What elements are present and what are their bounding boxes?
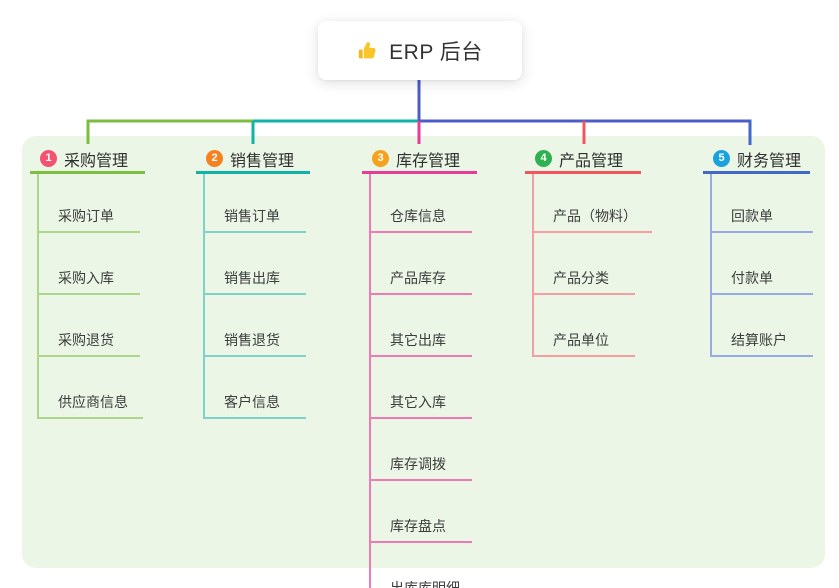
- child-label: 产品分类: [553, 270, 609, 286]
- child-node[interactable]: 库存调拨: [369, 419, 472, 481]
- child-label: 库存盘点: [390, 518, 446, 534]
- child-node[interactable]: 付款单: [710, 233, 813, 295]
- branch-label: 库存管理: [396, 152, 461, 170]
- branch-label: 产品管理: [559, 152, 624, 170]
- priority-badge: 4: [535, 150, 552, 167]
- child-node[interactable]: 产品单位: [532, 295, 635, 357]
- branch-3: 3 库存管理仓库信息产品库存其它出库其它入库库存调拨库存盘点出库库明细: [362, 146, 477, 588]
- child-label: 出库库明细: [390, 580, 460, 588]
- child-label: 销售订单: [224, 208, 280, 224]
- thumbs-up-icon: [357, 40, 379, 62]
- priority-badge: 1: [40, 150, 57, 167]
- child-node[interactable]: 库存盘点: [369, 481, 472, 543]
- child-label: 客户信息: [224, 394, 280, 410]
- child-label: 采购退货: [58, 332, 114, 348]
- branch-children: 产品（物料） 产品分类产品单位: [532, 174, 652, 357]
- child-label: 仓库信息: [390, 208, 446, 224]
- child-node[interactable]: 产品分类: [532, 233, 635, 295]
- child-node[interactable]: 供应商信息: [37, 357, 143, 419]
- child-node[interactable]: 销售出库: [203, 233, 306, 295]
- priority-badge: 3: [372, 150, 389, 167]
- branch-node[interactable]: 1 采购管理: [30, 146, 145, 174]
- child-node[interactable]: 产品（物料）: [532, 174, 652, 233]
- child-node[interactable]: 仓库信息: [369, 174, 472, 233]
- child-node[interactable]: 回款单: [710, 174, 813, 233]
- branch-node[interactable]: 2 销售管理: [196, 146, 310, 174]
- root-node[interactable]: ERP 后台: [318, 21, 522, 80]
- child-label: 产品（物料）: [553, 208, 637, 224]
- branch-children: 仓库信息产品库存其它出库其它入库库存调拨库存盘点出库库明细: [369, 174, 475, 588]
- branch-1: 1 采购管理采购订单采购入库采购退货供应商信息: [30, 146, 145, 419]
- branch-4: 4 产品管理产品（物料） 产品分类产品单位: [525, 146, 652, 357]
- child-node[interactable]: 采购入库: [37, 233, 140, 295]
- branch-node[interactable]: 3 库存管理: [362, 146, 477, 174]
- child-label: 采购入库: [58, 270, 114, 286]
- child-label: 产品单位: [553, 332, 609, 348]
- child-node[interactable]: 出库库明细: [369, 543, 475, 588]
- branch-2: 2 销售管理销售订单销售出库销售退货客户信息: [196, 146, 310, 419]
- child-label: 回款单: [731, 208, 773, 224]
- child-node[interactable]: 销售订单: [203, 174, 306, 233]
- branches-panel: [22, 136, 825, 568]
- branch-node[interactable]: 5 财务管理: [703, 146, 810, 174]
- child-label: 销售退货: [224, 332, 280, 348]
- child-node[interactable]: 采购退货: [37, 295, 140, 357]
- child-node[interactable]: 销售退货: [203, 295, 306, 357]
- child-label: 其它入库: [390, 394, 446, 410]
- child-node[interactable]: 其它入库: [369, 357, 472, 419]
- child-label: 供应商信息: [58, 394, 128, 410]
- child-node[interactable]: 其它出库: [369, 295, 472, 357]
- branch-node[interactable]: 4 产品管理: [525, 146, 641, 174]
- branch-5: 5 财务管理回款单付款单结算账户: [703, 146, 813, 357]
- branch-label: 采购管理: [64, 152, 129, 170]
- child-label: 结算账户: [731, 332, 787, 348]
- child-label: 产品库存: [390, 270, 446, 286]
- root-title: ERP 后台: [389, 40, 483, 64]
- branch-children: 销售订单销售出库销售退货客户信息: [203, 174, 306, 419]
- child-label: 其它出库: [390, 332, 446, 348]
- branch-label: 销售管理: [230, 152, 295, 170]
- child-node[interactable]: 结算账户: [710, 295, 813, 357]
- child-label: 付款单: [731, 270, 773, 286]
- priority-badge: 5: [713, 150, 730, 167]
- child-node[interactable]: 产品库存: [369, 233, 472, 295]
- child-label: 采购订单: [58, 208, 114, 224]
- branch-children: 回款单付款单结算账户: [710, 174, 813, 357]
- child-label: 库存调拨: [390, 456, 446, 472]
- branch-label: 财务管理: [737, 152, 802, 170]
- child-node[interactable]: 客户信息: [203, 357, 306, 419]
- child-node[interactable]: 采购订单: [37, 174, 140, 233]
- priority-badge: 2: [206, 150, 223, 167]
- branch-children: 采购订单采购入库采购退货供应商信息: [37, 174, 143, 419]
- child-label: 销售出库: [224, 270, 280, 286]
